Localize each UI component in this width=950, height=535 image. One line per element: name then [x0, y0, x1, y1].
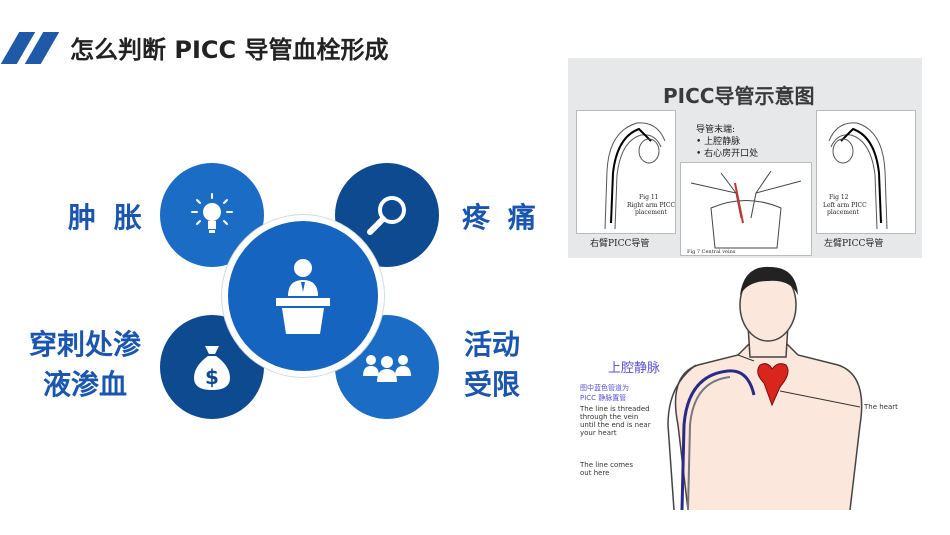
symptom-oozing-line2: 液渗血 — [42, 368, 127, 401]
tip-item-svc: • 上腔静脉 — [696, 137, 741, 147]
svg-text:placement: placement — [827, 209, 859, 216]
symptom-pain-label: 疼 痛 — [462, 201, 540, 234]
right-arm-caption: 右臂PICC导管 — [590, 239, 650, 249]
picc-blue-note: 图中蓝色管道为 PICC 静脉置管 — [580, 384, 629, 402]
tip-item-atrium: • 右心房开口处 — [696, 149, 759, 159]
svg-text:Left arm PICC: Left arm PICC — [823, 202, 867, 209]
tip-label: 导管末端: — [696, 125, 736, 135]
center-circle — [222, 215, 384, 377]
fig7-caption: Fig 7 Central veins — [687, 249, 736, 255]
search-icon — [367, 196, 406, 235]
team-icon — [363, 355, 411, 382]
symptom-oozing-line1: 穿刺处渗 — [28, 328, 141, 361]
svg-text:Right arm PICC: Right arm PICC — [627, 202, 675, 209]
picc-schematic-image: PICC导管示意图 Fig 11 Right arm PICC placemen… — [568, 58, 922, 258]
body-drawing — [667, 266, 863, 511]
svg-text:Fig 11: Fig 11 — [639, 194, 658, 201]
picc-schematic-title: PICC导管示意图 — [663, 84, 815, 108]
money-circle: $ — [160, 315, 264, 419]
comes-out-note: The line comes out here — [580, 461, 634, 477]
symptom-limited-line1: 活动 — [464, 328, 521, 361]
lightbulb-icon — [191, 193, 233, 233]
svg-text:$: $ — [205, 365, 219, 389]
central-veins-panel: Fig 7 Central veins — [680, 162, 812, 256]
catheter-tip-notes: 导管末端: • 上腔静脉 • 右心房开口处 — [696, 124, 758, 160]
right-arm-panel: Fig 11 Right arm PICC placement — [576, 110, 676, 234]
left-arm-panel: Fig 12 Left arm PICC placement — [816, 110, 916, 234]
symptom-swelling-label: 肿 胀 — [68, 201, 146, 234]
body-illustration-image: 上腔静脉 图中蓝色管道为 PICC 静脉置管 The line is threa… — [568, 265, 926, 511]
page-title: 怎么判断 PICC 导管血栓形成 — [70, 36, 389, 64]
right-arm-drawing: Fig 11 Right arm PICC placement — [604, 122, 676, 230]
speaker-podium-icon — [276, 259, 330, 334]
threaded-note: The line is threaded through the vein un… — [580, 405, 651, 437]
svg-text:Fig 12: Fig 12 — [829, 194, 849, 201]
central-veins-drawing: Fig 7 Central veins — [687, 170, 802, 255]
left-arm-caption: 左臂PICC导管 — [824, 239, 884, 249]
symptom-limited-line2: 受限 — [464, 368, 521, 401]
symptom-limited-label: 活动 受限 — [464, 325, 544, 405]
svg-text:placement: placement — [635, 209, 667, 216]
left-arm-drawing: Fig 12 Left arm PICC placement — [823, 122, 888, 230]
bulb-circle — [160, 163, 264, 267]
money-bag-icon: $ — [194, 346, 230, 390]
symptom-oozing-label: 穿刺处渗 液渗血 — [20, 325, 150, 405]
svc-label: 上腔静脉 — [608, 361, 661, 376]
heart-note: The heart — [864, 403, 898, 411]
